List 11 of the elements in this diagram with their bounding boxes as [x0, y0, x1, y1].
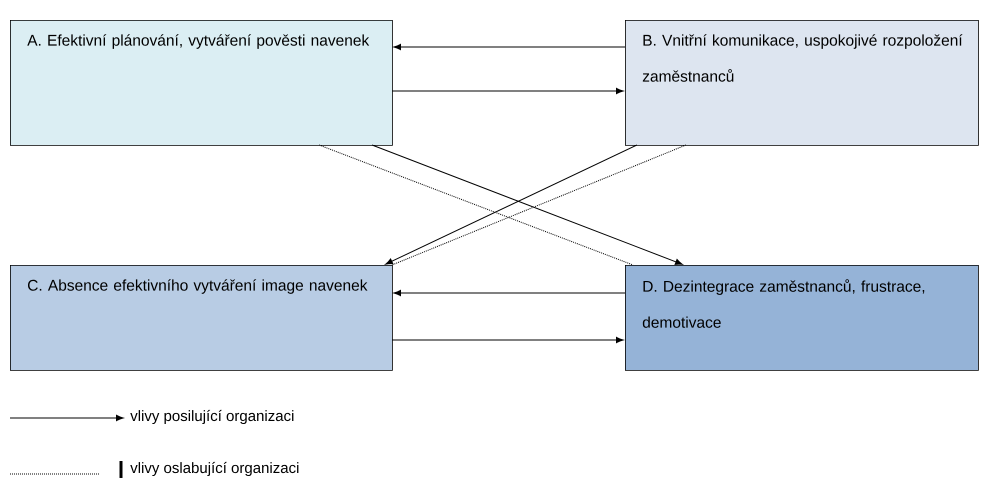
arrow — [392, 336, 624, 344]
text-box: A. Efektivní plánování, vytváření pověsti navenek — [10, 20, 393, 146]
text-box: D. Dezintegrace zaměstnanců, frustrace, demotivace — [625, 265, 979, 371]
legend-text: vlivy oslabující organizaci — [130, 462, 298, 476]
text-box: B. Vnitřní komunikace, uspokojivé rozpoložení zaměstnanců — [625, 20, 979, 146]
arrow — [392, 88, 624, 94]
text-box: C. Absence efektivního vytváření image navenek — [10, 265, 393, 371]
arrow — [385, 144, 638, 265]
legend-text: vlivy posilující organizaci — [130, 410, 294, 424]
arrow — [394, 290, 626, 296]
arrow — [394, 44, 626, 50]
